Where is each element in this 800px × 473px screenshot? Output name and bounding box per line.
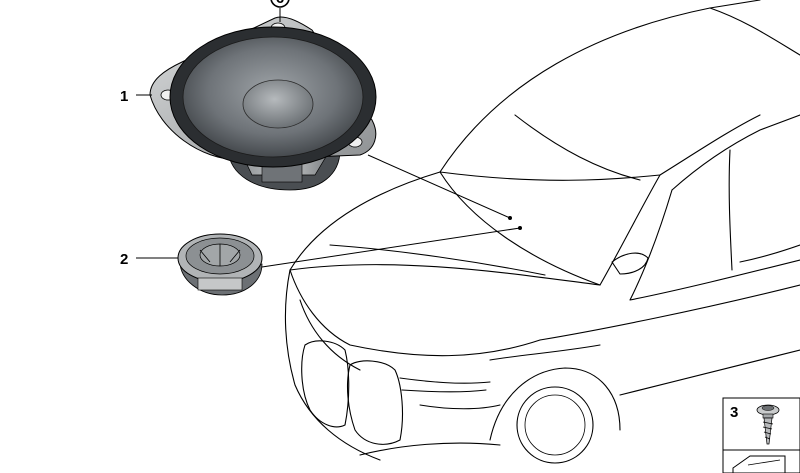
callout-number-3: 3 [730,404,738,421]
callout-number-6: 6 [276,0,284,7]
leader-lines [136,8,522,268]
leader-line-2-to-car [261,227,521,268]
leader-line-1-to-car [367,154,511,219]
callout-6: 6 [270,0,290,8]
parts-tag-icon [732,455,786,473]
callout-number-2: 2 [120,251,128,268]
location-dot-1 [508,216,512,220]
location-dot-2 [518,226,522,230]
callout-number-1: 1 [120,88,128,105]
self-tapping-screw-icon [756,404,780,445]
screw-parts-panel: 3 [722,397,800,473]
woofer-speaker-icon [149,16,377,191]
tweeter-speaker-icon [177,233,263,296]
car-front-outline-icon [284,0,800,464]
